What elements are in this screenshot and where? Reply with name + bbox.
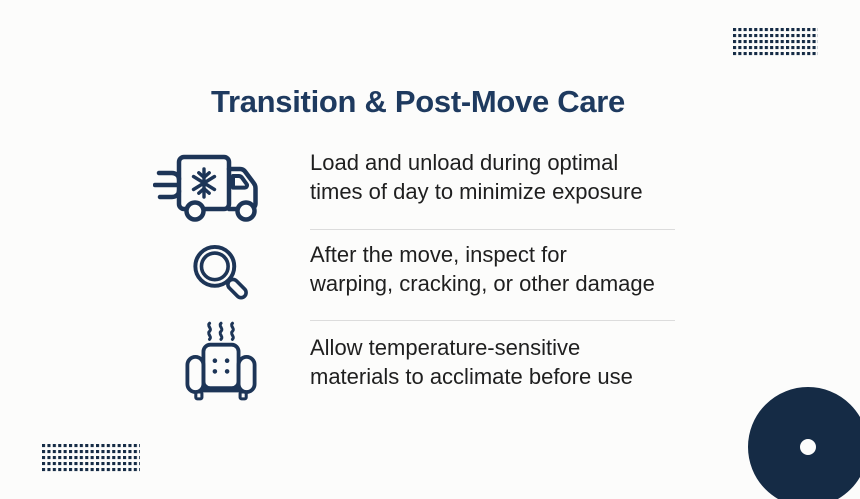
dot-grid-top-right xyxy=(733,28,818,57)
refrigerated-truck-icon xyxy=(153,151,277,229)
divider xyxy=(310,229,675,230)
item-text-inspect: After the move, inspect for warping, cra… xyxy=(310,242,655,296)
item-text-acclimate: Allow temperature-sensitive materials to… xyxy=(310,335,633,389)
armchair-steam-icon xyxy=(179,321,263,405)
item-text-load-unload: Load and unload during optimal times of … xyxy=(310,150,643,204)
dot-grid-bottom-left xyxy=(42,444,140,472)
magnifying-glass-icon xyxy=(186,239,258,311)
quarter-ring-top-left xyxy=(0,0,8,8)
quarter-ring-bottom-right xyxy=(748,387,860,499)
divider xyxy=(310,320,675,321)
page-title: Transition & Post-Move Care xyxy=(211,84,625,119)
